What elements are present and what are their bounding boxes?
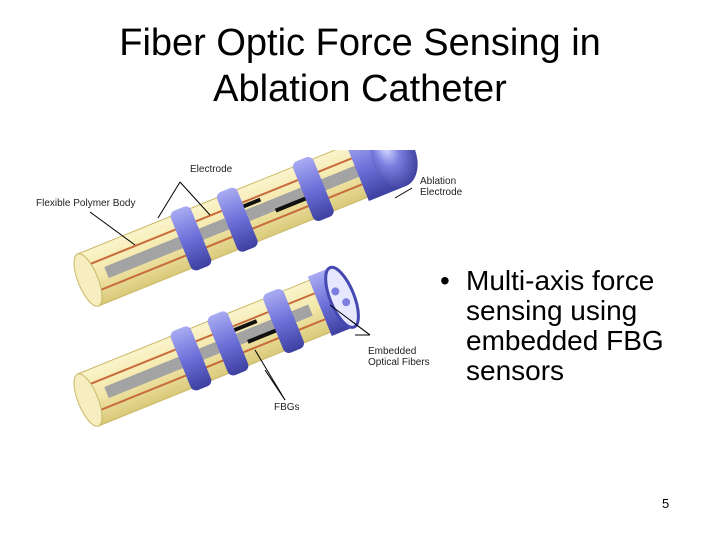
label-embedded-optical-fibers: Embedded Optical Fibers xyxy=(368,346,430,368)
page-number: 5 xyxy=(662,496,670,511)
bullet-line-2: sensing using xyxy=(466,295,638,326)
label-ablation-electrode-line2: Electrode xyxy=(420,187,463,198)
label-embedded-line2: Optical Fibers xyxy=(368,357,430,368)
bullet-line-4: sensors xyxy=(466,355,565,386)
label-electrode: Electrode xyxy=(190,164,233,175)
upper-band-2 xyxy=(216,187,258,252)
label-fbgs: FBGs xyxy=(274,402,300,413)
bullet-item: • Multi-axis force sensing using embedde… xyxy=(440,266,710,386)
catheter-illustration xyxy=(73,150,418,427)
ablation-tip xyxy=(370,150,418,188)
slide-title: Fiber Optic Force Sensing in Ablation Ca… xyxy=(60,20,660,112)
upper-band-3 xyxy=(292,156,334,221)
pointer-lines xyxy=(89,181,413,401)
catheter-figure: Electrode Flexible Polymer Body Ablation… xyxy=(30,150,470,440)
label-flexible-polymer-body: Flexible Polymer Body xyxy=(36,198,136,209)
title-line-2: Ablation Catheter xyxy=(213,68,507,110)
bullet-line-3: embedded FBG xyxy=(466,325,664,356)
label-ablation-electrode: Ablation Electrode xyxy=(420,176,462,198)
upper-catheter xyxy=(73,150,418,307)
bullet-list: • Multi-axis force sensing using embedde… xyxy=(440,266,710,386)
bullet-marker: • xyxy=(440,265,450,296)
label-ablation-electrode-line1: Ablation xyxy=(420,176,457,187)
open-tip xyxy=(324,265,360,329)
label-embedded-line1: Embedded xyxy=(368,346,417,357)
lower-catheter xyxy=(73,265,360,427)
title-line-1: Fiber Optic Force Sensing in xyxy=(119,22,601,64)
bullet-text: Multi-axis force sensing using embedded … xyxy=(466,266,664,386)
bullet-line-1: Multi-axis force xyxy=(466,265,655,296)
upper-band-1 xyxy=(170,206,212,271)
